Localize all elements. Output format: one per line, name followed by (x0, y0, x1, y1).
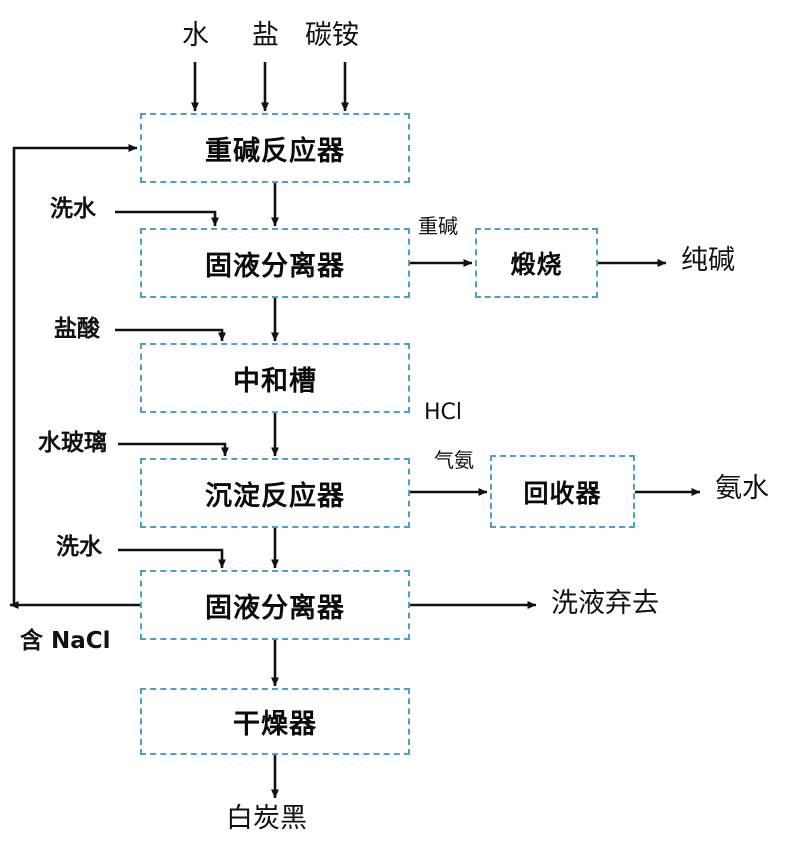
node-separator-1[interactable]: 固液分离器 (140, 228, 410, 298)
stream-label-crude-soda: 重碱 (418, 214, 458, 238)
node-neutralizer-label: 中和槽 (233, 365, 317, 397)
node-recovery-label: 回收器 (523, 478, 602, 508)
arrow-water-glass-in (118, 442, 229, 457)
side-label-wash-water-2: 洗水 (56, 534, 102, 560)
side-label-hydrochloric: 盐酸 (54, 316, 100, 342)
arrow-wash-water-2-in (118, 548, 226, 569)
node-recovery[interactable]: 回收器 (490, 455, 635, 528)
node-separator-2-label: 固液分离器 (205, 592, 345, 624)
node-calciner[interactable]: 煅烧 (475, 228, 598, 298)
side-label-wash-water-1: 洗水 (50, 196, 96, 222)
stream-label-hcl: HCl (424, 400, 463, 425)
node-separator-2[interactable]: 固液分离器 (140, 570, 410, 640)
node-precip-reactor[interactable]: 沉淀反应器 (140, 458, 410, 528)
output-label-ammonia-water: 氨水 (715, 473, 769, 504)
feed-label-salt: 盐 (252, 20, 279, 51)
arrow-hydrochloric-in (115, 328, 226, 342)
side-label-water-glass: 水玻璃 (38, 430, 107, 456)
output-label-soda-ash: 纯碱 (681, 245, 735, 276)
output-label-waste-liquor: 洗液弃去 (551, 588, 659, 619)
feed-label-ammonium: 碳铵 (305, 20, 359, 51)
node-dryer[interactable]: 干燥器 (140, 688, 410, 755)
node-bicarb-reactor[interactable]: 重碱反应器 (140, 113, 410, 183)
node-neutralizer[interactable]: 中和槽 (140, 343, 410, 413)
output-label-white-carbon: 白炭黑 (226, 803, 307, 834)
arrow-nacl-recycle-return (12, 144, 138, 605)
arrow-wash-water-1-in (115, 210, 219, 227)
node-calciner-label: 煅烧 (510, 250, 563, 279)
stream-label-ammonia-gas: 气氨 (434, 448, 474, 472)
feed-label-water: 水 (182, 20, 209, 51)
node-precip-reactor-label: 沉淀反应器 (205, 480, 345, 512)
node-dryer-label: 干燥器 (233, 709, 317, 740)
node-separator-1-label: 固液分离器 (205, 250, 345, 282)
node-bicarb-reactor-label: 重碱反应器 (205, 135, 345, 167)
stream-label-nacl: 含 NaCl (20, 628, 111, 654)
